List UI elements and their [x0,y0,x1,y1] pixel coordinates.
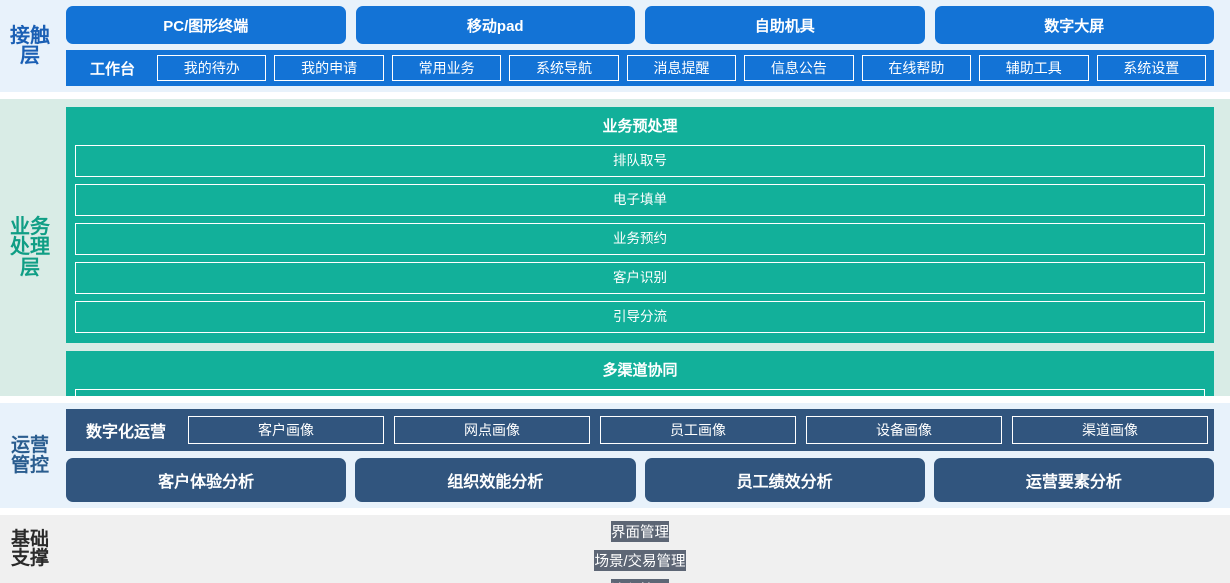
analysis-chip-customer-experience[interactable]: 客户体验分析 [66,458,347,502]
workbench-title: 工作台 [90,60,136,78]
layer-business: 业务 处理 层 业务预处理 排队取号 电子填单 业务预约 客户识别 引导分流 多… [0,99,1230,583]
terminal-chip-bigscreen[interactable]: 数字大屏 [934,6,1214,44]
terminal-chip-kiosk[interactable]: 自助机具 [645,6,925,44]
business-item[interactable]: 排队取号 [75,145,1205,177]
portrait-chip-channel[interactable]: 渠道画像 [1012,416,1209,444]
base-chip-scene-transaction-management[interactable]: 场景/交易管理 [594,550,686,571]
terminal-chip-pad[interactable]: 移动pad [355,6,635,44]
digital-operation-row: 数字化运营 客户画像 网点画像 员工画像 设备画像 渠道画像 [66,409,1214,451]
base-chip-process-management[interactable]: 流程管理 [611,579,669,583]
divider-business-operations [0,396,1230,403]
analysis-row: 客户体验分析 组织效能分析 员工绩效分析 运营要素分析 [66,458,1214,502]
nav-item-online-help[interactable]: 在线帮助 [861,55,972,81]
base-chip-ui-management[interactable]: 界面管理 [611,521,669,542]
analysis-chip-employee-performance[interactable]: 员工绩效分析 [644,458,925,502]
business-item[interactable]: 引导分流 [75,301,1205,333]
terminal-chip-pc[interactable]: PC/图形终端 [66,6,346,44]
layer-base-support-label: 基础 支撑 [10,528,49,569]
divider-operations-base [0,508,1230,515]
layer-operations-body: 数字化运营 客户画像 网点画像 员工画像 设备画像 渠道画像 客户体验分析 组织… [60,409,1230,502]
business-column-preprocess: 业务预处理 排队取号 电子填单 业务预约 客户识别 引导分流 [66,107,1214,343]
workbench-nav-bar: 工作台 我的待办 我的申请 常用业务 系统导航 消息提醒 信息公告 在线帮助 辅… [66,50,1214,86]
layer-base-support-body: 界面管理 场景/交易管理 流程管理 任务管理 消息管理 数据埋点 日志管理 异常… [60,521,1230,583]
business-item[interactable]: 业务预约 [75,223,1205,255]
layer-touch-label: 接触 层 [10,24,50,67]
layer-operations: 运营 管控 数字化运营 客户画像 网点画像 员工画像 设备画像 渠道画像 客户体… [0,403,1230,508]
layer-base-support: 基础 支撑 界面管理 场景/交易管理 流程管理 任务管理 消息管理 数据埋点 日… [0,515,1230,583]
nav-item-announcement[interactable]: 信息公告 [744,55,854,81]
layer-operations-label: 运营 管控 [10,435,49,476]
business-item[interactable]: 客户识别 [75,262,1205,294]
nav-item-common-business[interactable]: 常用业务 [391,55,502,81]
analysis-chip-org-efficiency[interactable]: 组织效能分析 [355,458,636,502]
digital-operation-title: 数字化运营 [86,424,167,441]
nav-item-my-todo[interactable]: 我的待办 [157,55,267,81]
layer-touch: 接触 层 PC/图形终端 移动pad 自助机具 数字大屏 工作台 我的待办 我的… [0,0,1230,92]
portrait-chip-employee[interactable]: 员工画像 [600,416,797,444]
terminal-row: PC/图形终端 移动pad 自助机具 数字大屏 [66,6,1214,44]
nav-item-my-application[interactable]: 我的申请 [274,55,384,81]
nav-item-message-reminder[interactable]: 消息提醒 [626,55,737,81]
portrait-chip-customer[interactable]: 客户画像 [188,416,385,444]
business-item[interactable]: 电子填单 [75,184,1205,216]
nav-item-system-navigation[interactable]: 系统导航 [509,55,619,81]
analysis-chip-operation-factor[interactable]: 运营要素分析 [933,458,1214,502]
portrait-chip-device[interactable]: 设备画像 [806,416,1003,444]
layer-touch-body: PC/图形终端 移动pad 自助机具 数字大屏 工作台 我的待办 我的申请 常用… [60,6,1230,86]
column-title: 业务预处理 [602,118,678,135]
layer-business-label: 业务 处理 层 [10,215,50,279]
nav-item-system-settings[interactable]: 系统设置 [1096,55,1206,81]
layer-business-body: 业务预处理 排队取号 电子填单 业务预约 客户识别 引导分流 多渠道协同 线上线… [60,107,1230,583]
nav-item-aux-tools[interactable]: 辅助工具 [979,55,1089,81]
divider-touch-business [0,92,1230,99]
portrait-chip-branch[interactable]: 网点画像 [394,416,591,444]
column-title: 多渠道协同 [602,362,678,379]
